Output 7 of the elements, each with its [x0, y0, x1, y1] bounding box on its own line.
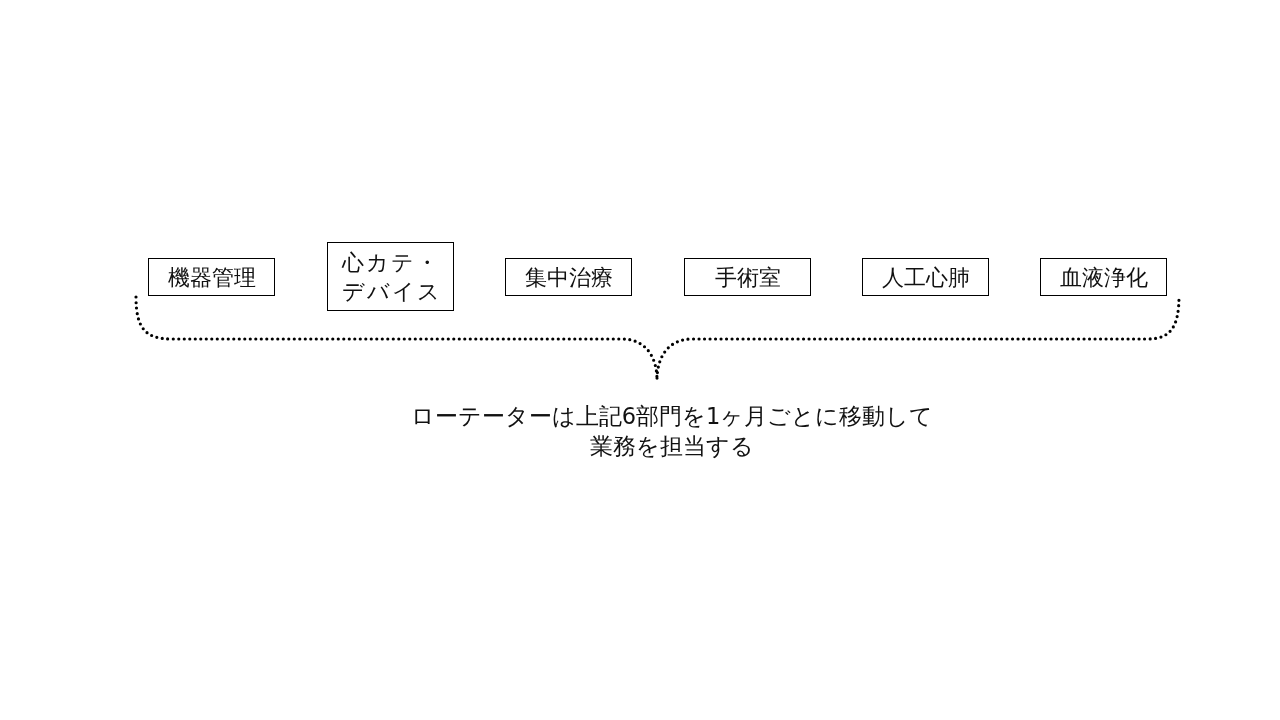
department-box: 機器管理	[148, 258, 275, 296]
department-box: 血液浄化	[1040, 258, 1167, 296]
department-box: 手術室	[684, 258, 811, 296]
department-box: 心カテ・デバイス	[327, 242, 454, 311]
department-box: 集中治療	[505, 258, 632, 296]
note-text: ローテーターは上記6部門を1ヶ月ごとに移動して業務を担当する	[409, 402, 935, 461]
department-box: 人工心肺	[862, 258, 989, 296]
